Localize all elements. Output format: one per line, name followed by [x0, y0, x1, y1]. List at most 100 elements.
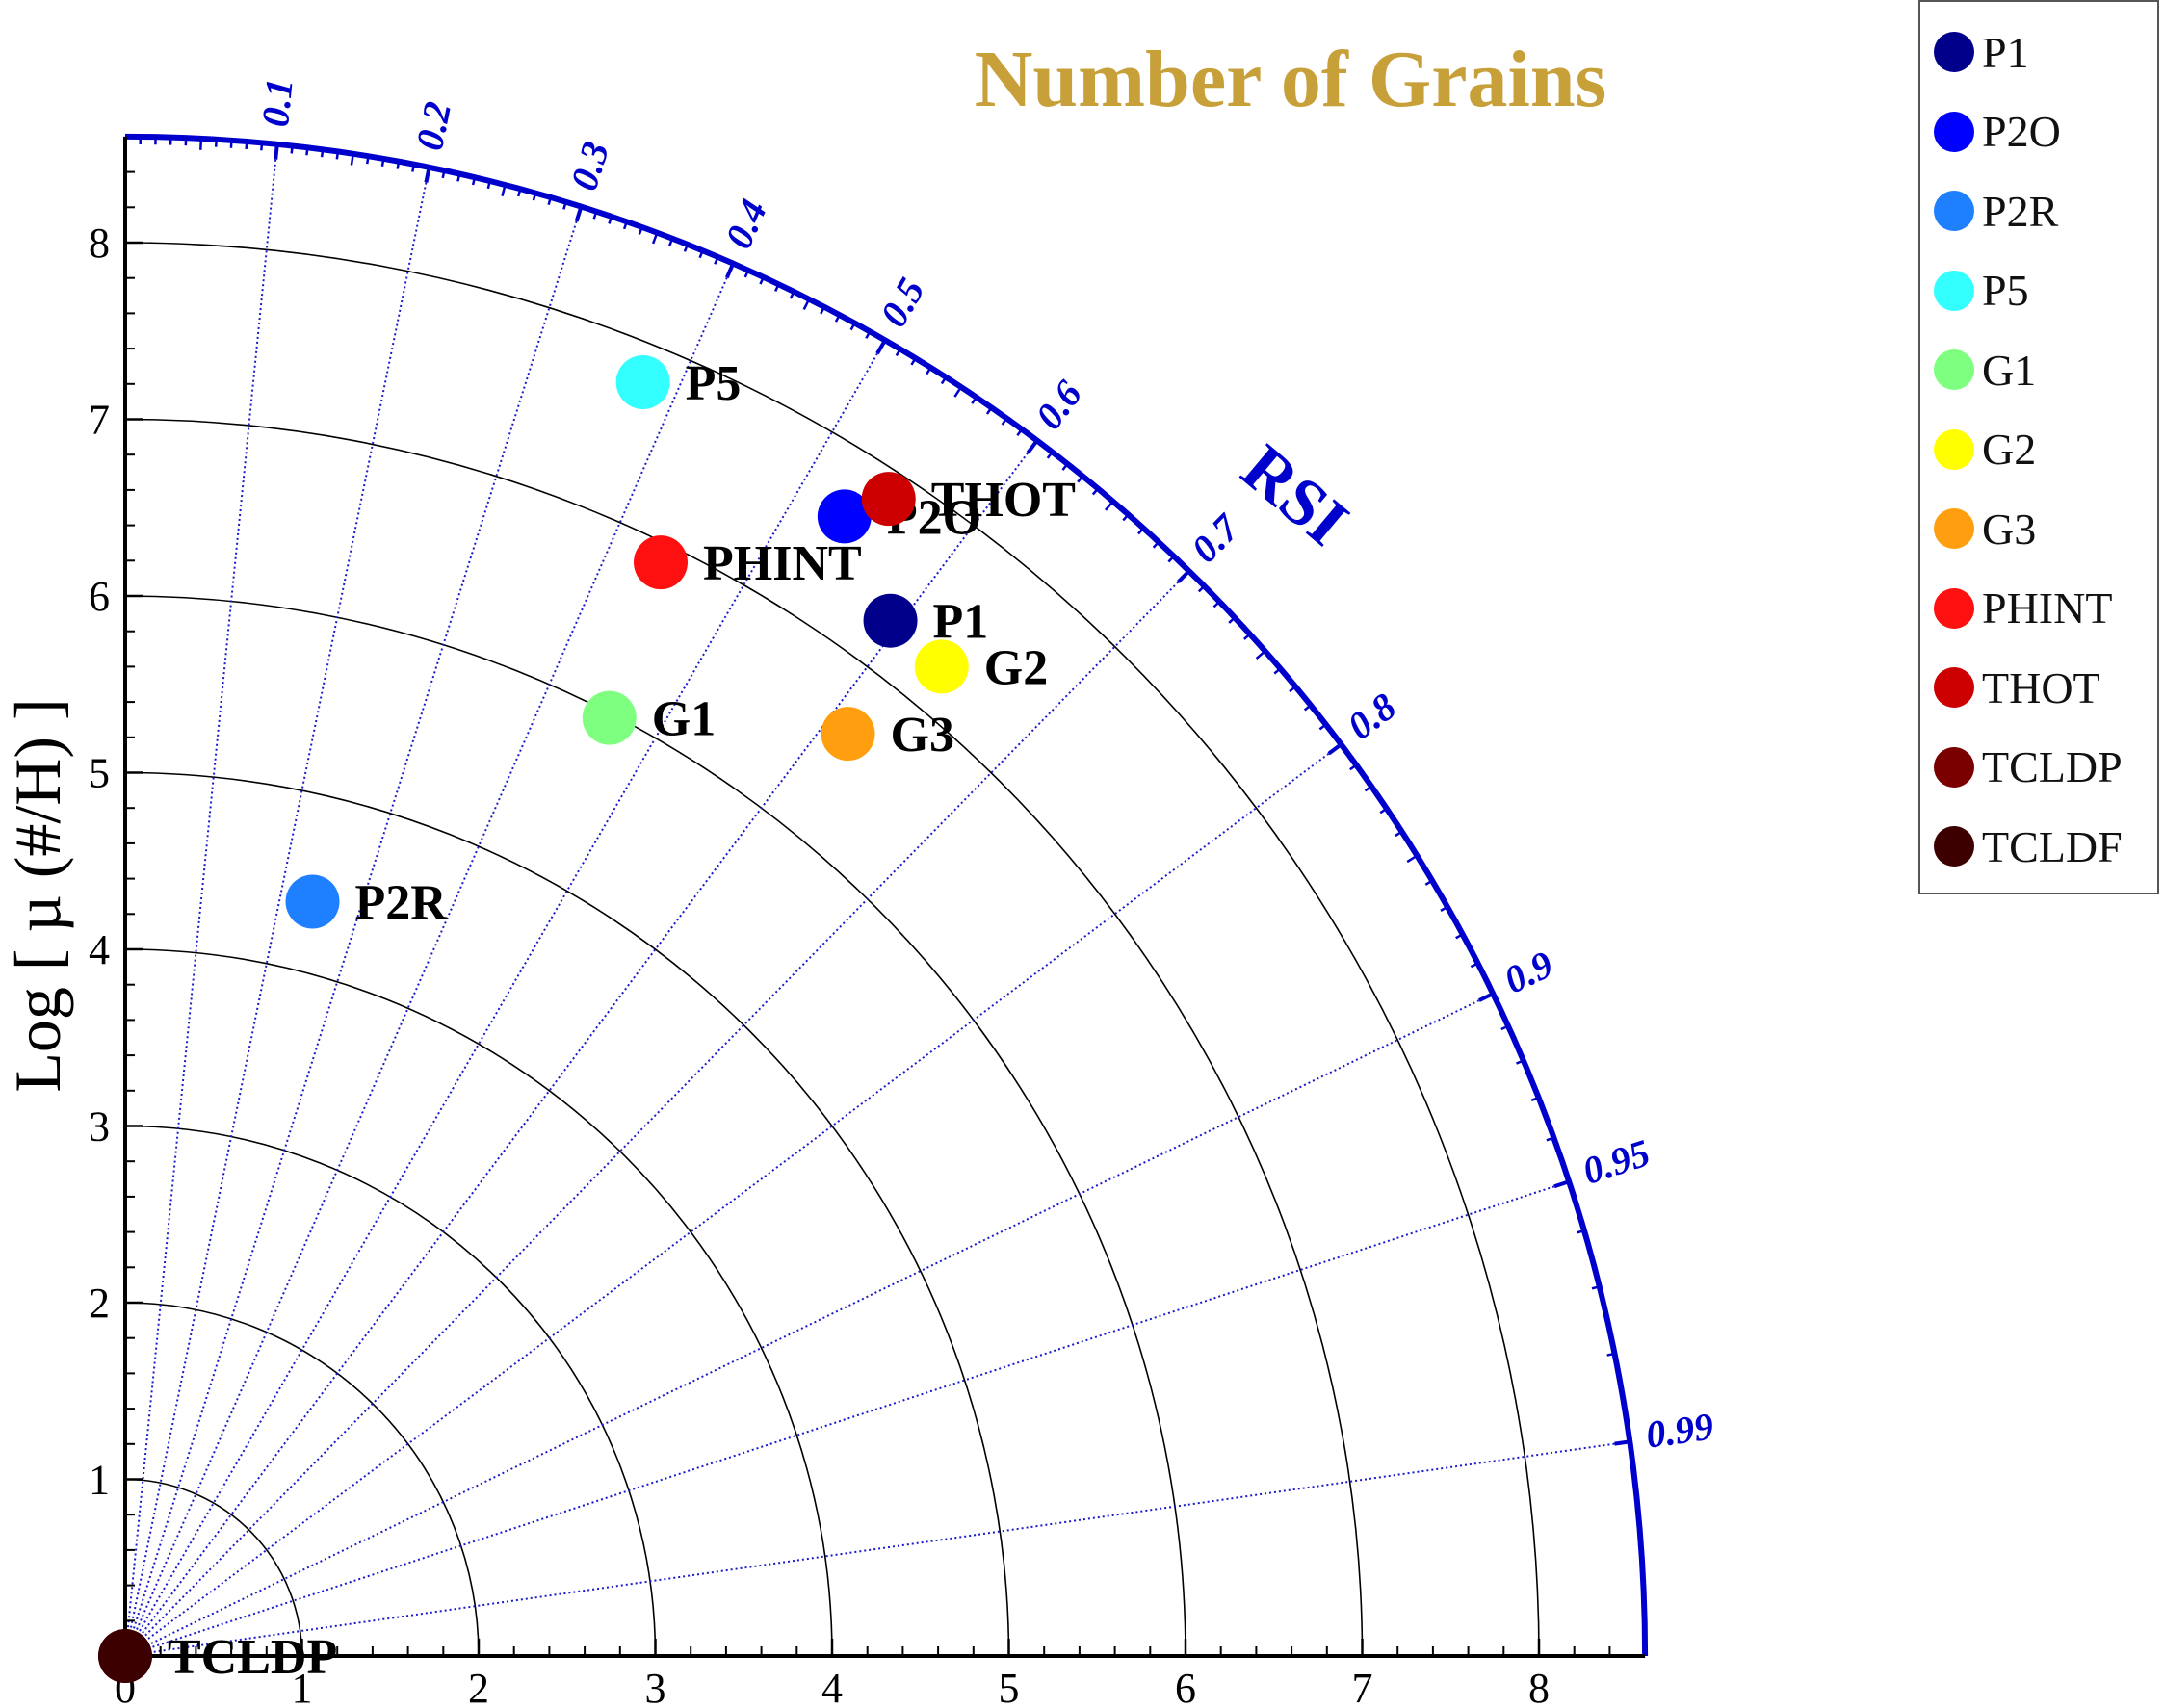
legend-item-p5: P5	[1934, 262, 2029, 320]
radial-grid-arc-7	[124, 418, 1364, 1657]
data-point-tcldf	[98, 1629, 152, 1683]
rsi-ray-4	[124, 339, 886, 1657]
legend-marker	[1934, 746, 1974, 788]
legend-marker	[1934, 111, 1974, 152]
legend-item-p2r: P2R	[1934, 182, 2058, 240]
point-label-phint: PHINT	[703, 536, 862, 591]
legend-label: P2O	[1982, 107, 2061, 156]
legend-label: P2R	[1982, 186, 2059, 236]
point-label-tcldp: TCLDP	[168, 1630, 337, 1685]
x-tick-label-8: 8	[1528, 1665, 1550, 1708]
legend-marker	[1934, 826, 1974, 867]
legend-marker	[1934, 508, 1974, 549]
data-point-thot	[861, 472, 916, 527]
legend-label: P1	[1982, 27, 2029, 77]
rsi-ray-2	[124, 206, 583, 1657]
x-tick-label-2: 2	[468, 1665, 489, 1708]
rsi-tick-label-0: 0.1	[253, 76, 301, 128]
point-label-g3: G3	[891, 708, 954, 763]
legend-label: PHINT	[1982, 583, 2113, 633]
legend-marker	[1934, 32, 1974, 72]
y-tick-label-7: 7	[89, 397, 110, 444]
data-point-p2r	[285, 874, 340, 929]
radial-grid-arc-2	[124, 1302, 480, 1657]
legend-marker	[1934, 667, 1974, 708]
radial-grid-arc-3	[124, 1125, 657, 1657]
rsi-tick-label-10: 0.99	[1643, 1404, 1716, 1456]
data-point-phint	[634, 535, 689, 590]
rsi-tick-label-9: 0.95	[1577, 1130, 1656, 1193]
y-tick-label-2: 2	[89, 1280, 110, 1327]
y-tick-label-6: 6	[89, 573, 110, 620]
legend-label: TCLDF	[1982, 821, 2123, 871]
legend-label: THOT	[1982, 662, 2100, 712]
rsi-ray-6	[124, 570, 1190, 1657]
radial-grid-arc-8	[124, 242, 1540, 1657]
data-point-g3	[821, 707, 875, 762]
point-label-p2r: P2R	[355, 875, 449, 930]
legend-label: P5	[1982, 266, 2029, 315]
legend-item-g2: G2	[1934, 421, 2036, 479]
point-label-p5: P5	[686, 356, 742, 411]
chart-title: Number of Grains	[975, 35, 1606, 124]
legend-item-thot: THOT	[1934, 659, 2100, 716]
x-tick-label-4: 4	[821, 1665, 843, 1708]
rsi-ray-1	[124, 167, 430, 1657]
radial-grid-arc-4	[124, 948, 833, 1657]
x-tick-label-6: 6	[1175, 1665, 1196, 1708]
legend-label: G2	[1982, 425, 2037, 474]
x-tick-label-1: 1	[292, 1665, 313, 1708]
y-tick-label-8: 8	[89, 220, 110, 267]
legend-item-phint: PHINT	[1934, 580, 2112, 637]
legend-item-p2o: P2O	[1934, 103, 2061, 161]
legend-marker	[1934, 349, 1974, 390]
legend-label: G1	[1982, 345, 2037, 395]
legend-item-g3: G3	[1934, 500, 2036, 557]
radial-grid-arc-6	[124, 595, 1186, 1657]
rsi-ray-0	[124, 143, 278, 1657]
y-tick-label-4: 4	[89, 926, 110, 973]
rsi-axis-label: RSI	[1228, 431, 1362, 560]
legend-item-tcldf: TCLDF	[1934, 817, 2123, 875]
legend-marker	[1934, 191, 1974, 231]
data-point-p1	[863, 593, 918, 648]
rsi-tick-label-7: 0.8	[1340, 685, 1404, 748]
radial-grid-arc-5	[124, 771, 1010, 1657]
radial-grid-arc-1	[124, 1478, 303, 1657]
rsi-tick-label-6: 0.7	[1183, 505, 1249, 571]
legend-item-g1: G1	[1934, 341, 2036, 399]
rsi-ray-8	[124, 993, 1494, 1657]
data-point-p5	[615, 354, 670, 409]
x-tick-label-5: 5	[999, 1665, 1020, 1708]
rsi-outer-arc	[124, 133, 1649, 1657]
rsi-tick-label-8: 0.9	[1498, 942, 1560, 1001]
x-tick-label-7: 7	[1352, 1665, 1373, 1708]
rsi-ray-7	[124, 743, 1343, 1657]
data-point-p2o	[817, 489, 872, 544]
point-label-thot: THOT	[931, 473, 1076, 528]
grid-layer	[124, 143, 1630, 1657]
rsi-tick-label-5: 0.6	[1027, 373, 1090, 437]
data-point-g2	[914, 639, 969, 694]
legend-label: G3	[1982, 504, 2037, 554]
y-axis-label: Log [ µ (#/H) ]	[1, 698, 74, 1092]
legend-item-tcldp: TCLDP	[1934, 738, 2123, 796]
x-tick-label-3: 3	[645, 1665, 666, 1708]
y-tick-label-5: 5	[89, 750, 110, 797]
rsi-ray-3	[124, 263, 735, 1657]
legend-marker	[1934, 587, 1974, 629]
legend-marker	[1934, 428, 1974, 470]
legend-label: TCLDP	[1982, 742, 2123, 791]
rsi-ray-9	[124, 1180, 1570, 1657]
point-label-g2: G2	[984, 640, 1048, 695]
rsi-tick-label-2: 0.3	[561, 137, 617, 195]
legend-item-p1: P1	[1934, 23, 2029, 81]
rsi-tick-label-1: 0.2	[407, 98, 459, 154]
legend-marker	[1934, 270, 1974, 311]
rsi-ray-10	[124, 1440, 1630, 1657]
point-label-g1: G1	[652, 692, 716, 747]
rsi-tick-label-3: 0.4	[717, 194, 775, 255]
